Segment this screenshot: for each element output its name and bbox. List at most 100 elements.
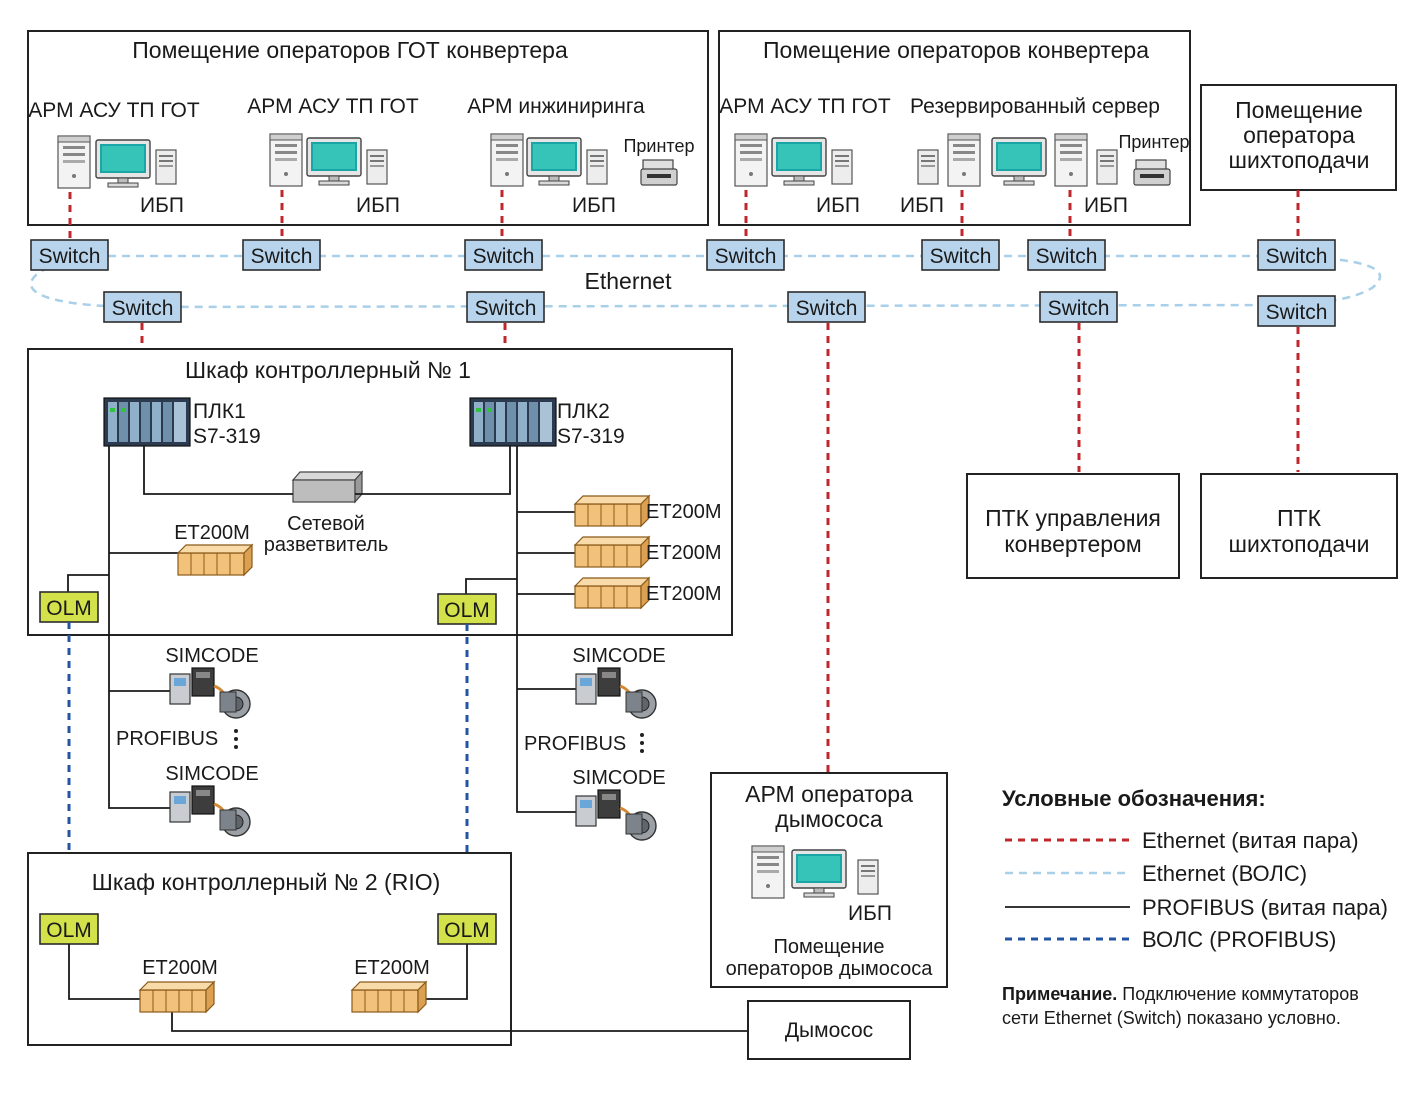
server-tower-icon: [947, 133, 981, 187]
switch: Switch: [1039, 291, 1118, 323]
charge-room-title-1: Помещение: [1235, 97, 1363, 123]
simcode-device-icon: [574, 666, 658, 720]
legend-title: Условные обозначения:: [1002, 786, 1266, 811]
pc-tower-icon: [734, 133, 768, 187]
switch-label: Switch: [475, 297, 537, 320]
ellipsis-icon: [640, 733, 644, 753]
ups-icon: [155, 149, 177, 185]
simcode-label: SIMCODE: [165, 763, 258, 785]
server-tower-icon: [1054, 133, 1088, 187]
ptk-charge-label-2: шихтоподачи: [1229, 531, 1370, 557]
olm-module: OLM: [39, 913, 99, 945]
profibus-label: PROFIBUS: [524, 733, 626, 755]
legend-item-4: ВОЛС (PROFIBUS): [1142, 927, 1336, 952]
ptk-charge-label-1: ПТК: [1277, 505, 1322, 531]
switch-label: Switch: [1036, 245, 1098, 268]
switch-label: Switch: [473, 245, 535, 268]
printer-1-label: Принтер: [623, 136, 694, 156]
et200m-module-icon: [351, 981, 427, 1013]
legend-note-line-2: сети Ethernet (Switch) показано условно.: [1002, 1008, 1341, 1028]
olm-module: OLM: [437, 913, 497, 945]
legend: Условные обозначения: Ethernet (витая па…: [1002, 786, 1388, 1028]
switch-label: Switch: [1048, 297, 1110, 320]
switch: Switch: [706, 239, 785, 271]
olm-module: OLM: [39, 591, 99, 623]
converter-room-title: Помещение операторов конвертера: [763, 37, 1149, 63]
charge-room-title-3: шихтоподачи: [1229, 147, 1370, 173]
profibus-line: [67, 574, 109, 592]
ups-icon: [366, 149, 388, 185]
ups-label: ИБП: [848, 902, 892, 925]
simcode-device-icon: [574, 788, 658, 842]
note-bold: Примечание.: [1002, 984, 1117, 1004]
fan-room-label-1: Помещение: [773, 936, 884, 958]
switch-label: Switch: [796, 297, 858, 320]
simcode-label: SIMCODE: [572, 645, 665, 667]
ethernet-label: Ethernet: [585, 268, 673, 294]
ups-label: ИБП: [356, 194, 400, 217]
printer-2-label: Принтер: [1118, 132, 1189, 152]
ups-label: ИБП: [572, 194, 616, 217]
splitter-label-2: разветвитель: [264, 534, 389, 556]
ethernet-fiber-ring: [29, 254, 1382, 309]
switch: Switch: [466, 291, 545, 323]
cabinet-2-title: Шкаф контроллерный № 2 (RIO): [92, 869, 441, 895]
pc-tower-icon: [490, 133, 524, 187]
ups-icon: [857, 859, 879, 895]
et200m-module-icon: [177, 544, 253, 576]
et200m-label: ET200M: [646, 542, 722, 564]
switch-label: Switch: [715, 245, 777, 268]
printer-icon: [1133, 159, 1171, 186]
et200m-label: ET200M: [174, 522, 250, 544]
printer-icon: [640, 159, 678, 186]
profibus-trunk-plc1: [108, 446, 170, 809]
profibus-line: [355, 446, 511, 495]
arm-engineering-label: АРМ инжиниринга: [467, 95, 645, 118]
simcode-device-icon: [168, 666, 252, 720]
got-room-title: Помещение операторов ГОТ конвертера: [132, 37, 568, 63]
profibus-trunk-plc2: [516, 446, 576, 813]
switch: Switch: [1257, 239, 1336, 271]
pc-tower-icon: [57, 135, 91, 189]
switch-label: Switch: [251, 245, 313, 268]
charge-room-title-2: оператора: [1243, 122, 1355, 148]
arm-got-1-label: АРМ АСУ ТП ГОТ: [28, 99, 200, 122]
plc-icon: [103, 397, 191, 447]
profibus-line: [465, 578, 517, 594]
plc1-model: S7-319: [193, 425, 261, 448]
legend-item-1: Ethernet (витая пара): [1142, 828, 1359, 853]
olm-label: OLM: [46, 597, 92, 620]
olm-label: OLM: [444, 919, 490, 942]
note-text-1: Подключение коммутаторов: [1122, 984, 1358, 1004]
simcode-label: SIMCODE: [572, 767, 665, 789]
ptk-converter-label-2: конвертером: [1004, 531, 1141, 557]
et200m-module-icon: [574, 577, 650, 609]
fan-operator-title-2: дымососа: [775, 806, 883, 832]
cabinet-1-title: Шкаф контроллерный № 1: [185, 357, 471, 383]
switch: Switch: [464, 239, 543, 271]
fan-room-label-2: операторов дымососа: [726, 958, 934, 980]
switch: Switch: [1027, 239, 1106, 271]
fan-operator-title-1: АРМ оператора: [745, 781, 913, 807]
ups-label: ИБП: [900, 194, 944, 217]
ups-icon: [917, 149, 939, 185]
switch-label: Switch: [1266, 301, 1328, 324]
profibus-line: [143, 446, 293, 495]
charge-operator-room-box: [1200, 84, 1397, 191]
plc2-label: ПЛК2: [557, 400, 610, 423]
plc2-model: S7-319: [557, 425, 625, 448]
switch: Switch: [103, 291, 182, 323]
switch-label: Switch: [39, 245, 101, 268]
converter-operator-room-box: [718, 30, 1191, 226]
plc-icon: [469, 397, 557, 447]
switch: Switch: [1257, 295, 1336, 327]
et200m-label: ET200M: [646, 501, 722, 523]
profibus-label: PROFIBUS: [116, 728, 218, 750]
legend-item-2: Ethernet (ВОЛС): [1142, 861, 1307, 886]
splitter-label-1: Сетевой: [287, 513, 365, 535]
ptk-converter-label-1: ПТК управления: [985, 505, 1161, 531]
profibus-line: [424, 944, 468, 1000]
legend-note-line-1: Примечание.Подключение коммутаторов: [1002, 984, 1359, 1004]
pc-tower-icon: [269, 133, 303, 187]
et200m-module-icon: [574, 495, 650, 527]
